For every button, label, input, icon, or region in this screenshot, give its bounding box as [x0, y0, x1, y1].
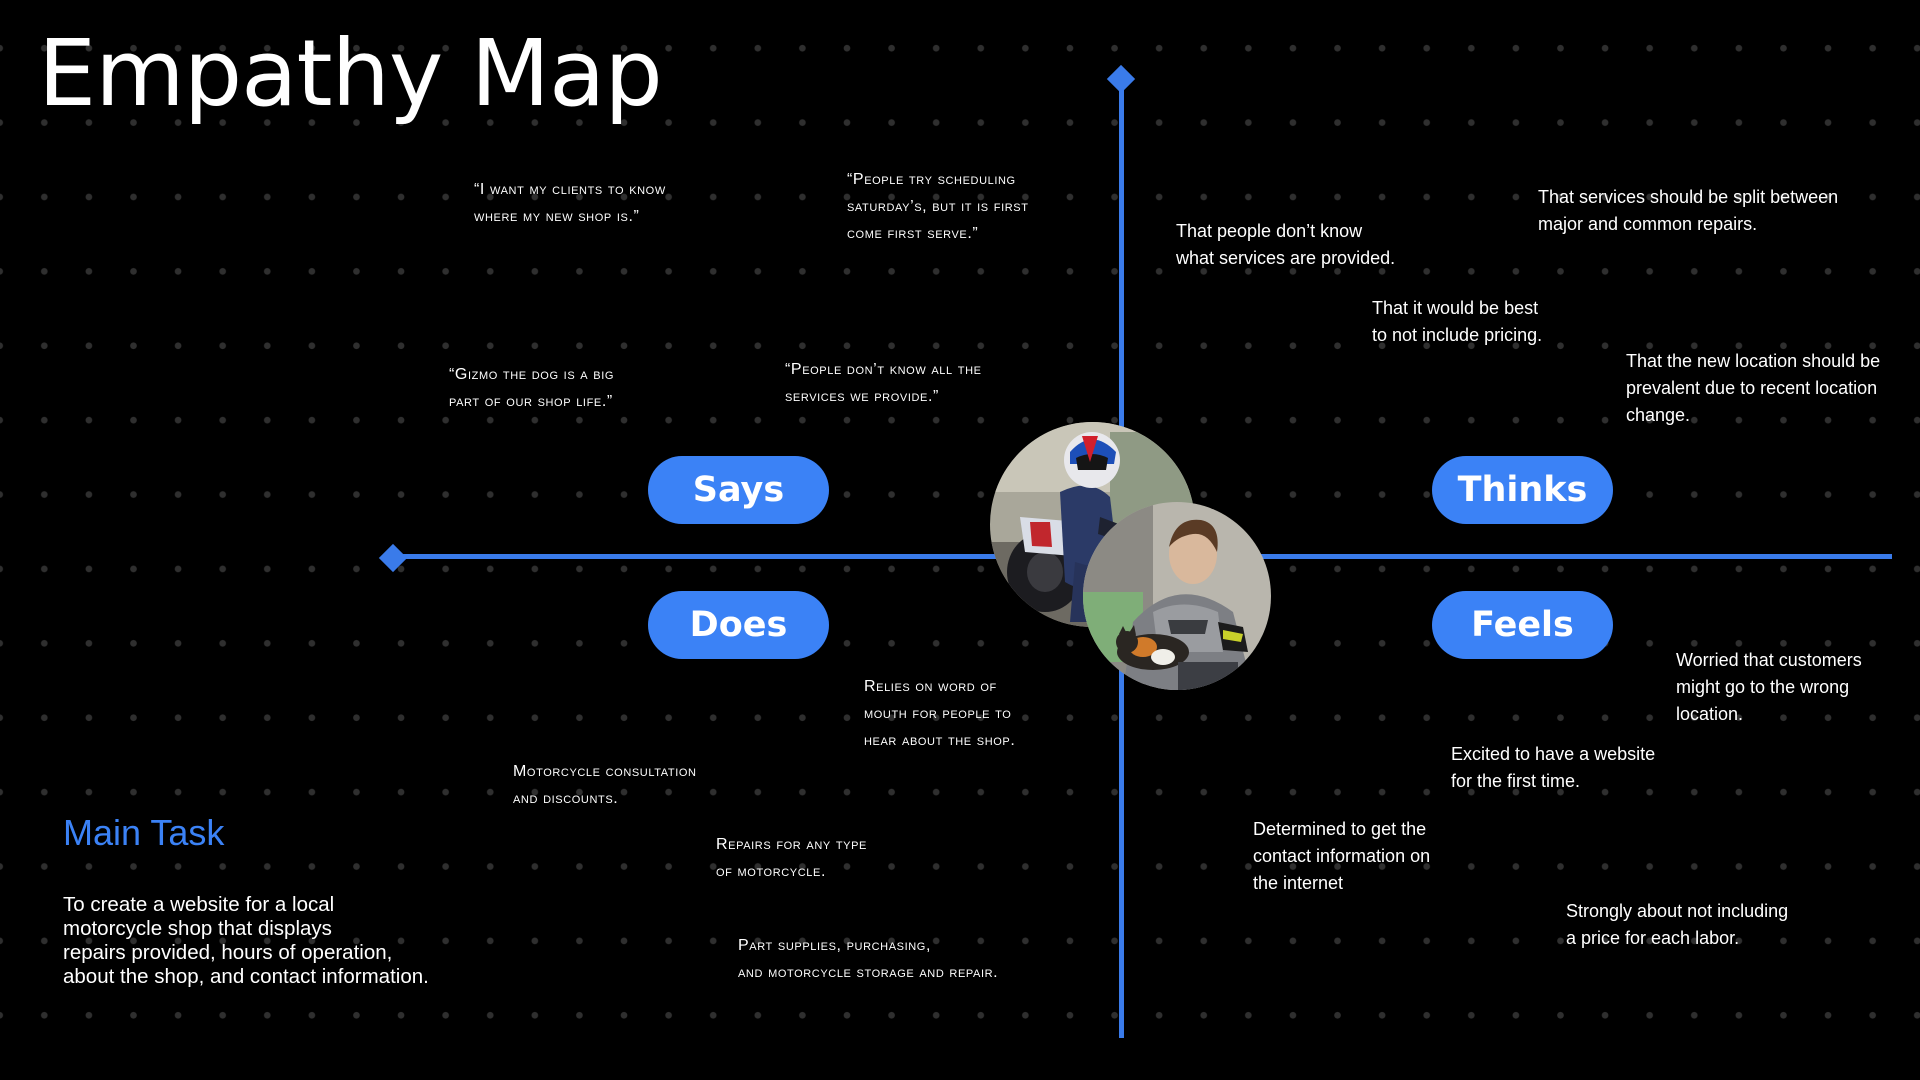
thinks-note: That it would be best to not include pri…: [1372, 295, 1542, 349]
axis-top-diamond-marker: [1107, 65, 1135, 93]
axis-left-diamond-marker: [379, 544, 407, 572]
says-note: “People don’t know all the services we p…: [785, 356, 982, 410]
thinks-note: That the new location should be prevalen…: [1626, 348, 1880, 429]
feels-note: Determined to get the contact informatio…: [1253, 816, 1430, 897]
page-title: Empathy Map: [38, 20, 662, 127]
says-note: “I want my clients to know where my new …: [474, 176, 666, 230]
feels-note: Excited to have a website for the first …: [1451, 741, 1655, 795]
shop-owner-with-cat-photo: [1083, 502, 1271, 690]
says-label: Says: [648, 456, 829, 524]
main-task-description: To create a website for a local motorcyc…: [63, 893, 483, 989]
says-note: “Gizmo the dog is a big part of our shop…: [449, 361, 614, 415]
does-label: Does: [648, 591, 829, 659]
does-note: Part supplies, purchasing, and motorcycl…: [738, 932, 998, 986]
does-note: Relies on word of mouth for people to he…: [864, 673, 1015, 754]
thinks-note: That services should be split between ma…: [1538, 184, 1838, 238]
says-note: “People try scheduling saturday’s, but i…: [847, 166, 1029, 247]
does-note: Motorcycle consultation and discounts.: [513, 758, 697, 812]
feels-note: Strongly about not including a price for…: [1566, 898, 1788, 952]
main-task-heading: Main Task: [63, 812, 224, 854]
feels-note: Worried that customers might go to the w…: [1676, 647, 1862, 728]
feels-label: Feels: [1432, 591, 1613, 659]
thinks-note: That people don’t know what services are…: [1176, 218, 1395, 272]
does-note: Repairs for any type of motorcycle.: [716, 831, 867, 885]
thinks-label: Thinks: [1432, 456, 1613, 524]
